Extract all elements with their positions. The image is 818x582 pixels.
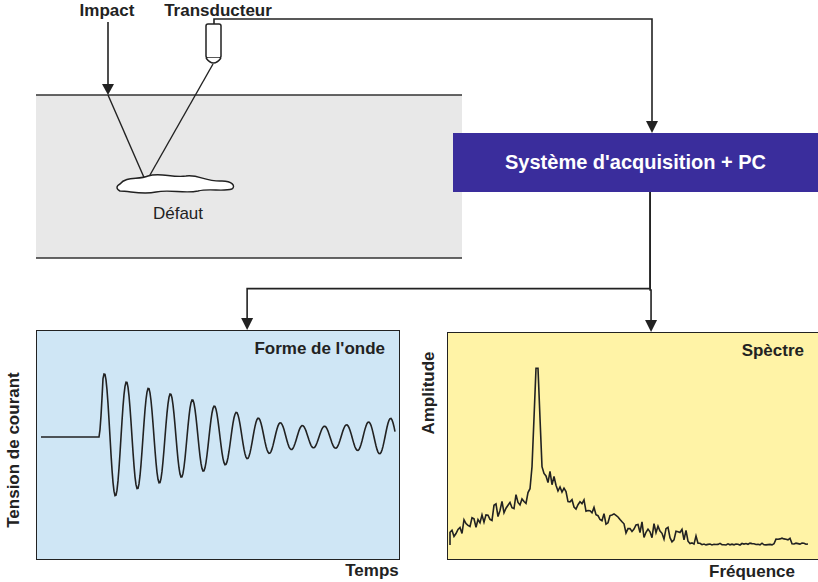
transducer-tip xyxy=(206,58,221,63)
cable-arrowhead xyxy=(646,121,658,133)
plot-graph xyxy=(448,333,818,561)
specimen-top-surface xyxy=(36,94,462,96)
transducer-body xyxy=(206,24,221,58)
spectrum-panel: Spèctre xyxy=(447,332,818,560)
specimen-bottom-surface xyxy=(36,257,462,259)
defect-label: Défaut xyxy=(153,204,203,224)
axis-label: Temps xyxy=(345,561,399,581)
axis-label: Tension de courant xyxy=(4,372,24,528)
node-title: Spèctre xyxy=(740,341,806,361)
wave-path xyxy=(108,95,146,182)
defect-shape xyxy=(117,175,234,194)
waveform-panel: Forme de l'onde xyxy=(36,330,400,560)
impact-arrowhead xyxy=(102,84,114,95)
specimen-block xyxy=(36,95,462,258)
connector-arrow xyxy=(241,192,650,330)
acquisition-box: Système d'acquisition + PC xyxy=(453,133,818,192)
transducer-cable xyxy=(214,19,652,122)
node-title: Forme de l'onde xyxy=(252,339,387,359)
axis-label: Amplitude xyxy=(419,351,439,434)
impact-label: Impact xyxy=(80,1,135,21)
plot-graph xyxy=(37,331,401,561)
signal-trace xyxy=(450,368,808,545)
impact-arrow xyxy=(107,22,109,86)
wave-path xyxy=(146,64,213,182)
connector-arrow xyxy=(645,192,657,332)
axis-label: Fréquence xyxy=(709,562,795,582)
signal-trace xyxy=(41,374,395,496)
transducer-label: Transducteur xyxy=(164,1,272,21)
node-title: Système d'acquisition + PC xyxy=(505,151,766,174)
